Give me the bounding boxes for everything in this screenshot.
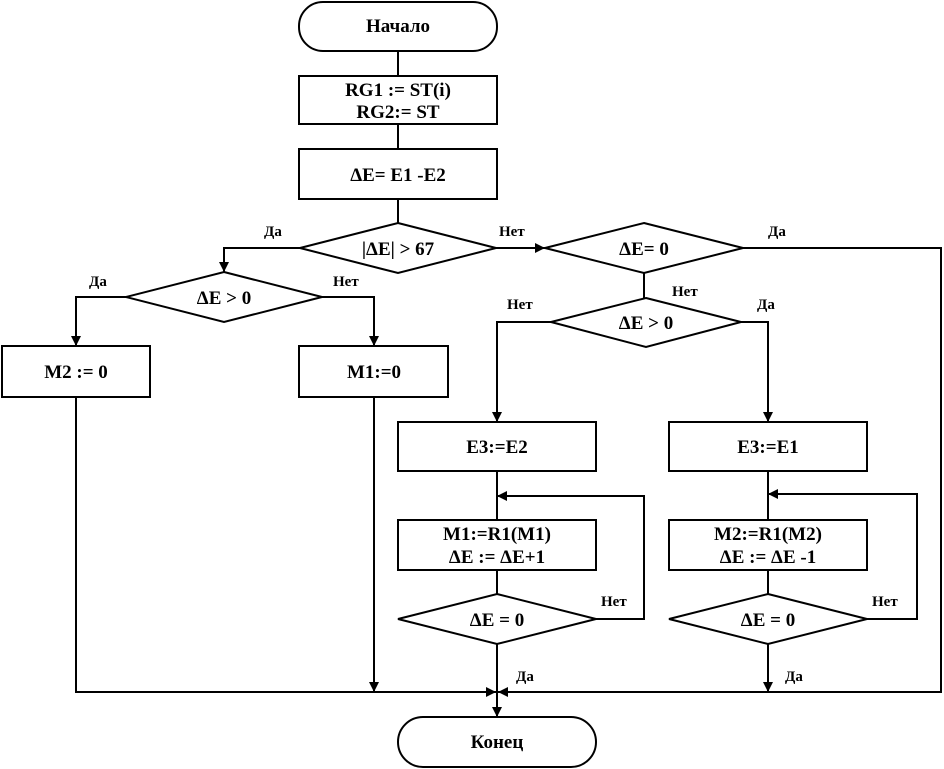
loop-left-line1-text: M1:=R1(M1) xyxy=(443,524,551,545)
label-sign-right-no: Нет xyxy=(507,297,533,313)
label-zero-main-yes: Да xyxy=(768,224,786,240)
cond-zero-main-text: ΔE= 0 xyxy=(619,239,669,260)
label-sign-left-no: Нет xyxy=(333,274,359,290)
label-abs-no: Нет xyxy=(499,224,525,240)
connector-m2-merge xyxy=(75,397,496,697)
cond-sign-left-text: ΔE > 0 xyxy=(197,288,251,309)
cond-sign-right-decision: ΔE > 0 xyxy=(550,296,742,349)
connector-sign-left-yes xyxy=(71,296,126,346)
loop-right-line2-text: ΔE := ΔE -1 xyxy=(720,547,816,568)
cond-zero-left-decision: ΔE = 0 xyxy=(397,592,597,646)
cond-zero-left-text: ΔE = 0 xyxy=(470,610,524,631)
label-zero-left-yes: Да xyxy=(516,669,534,685)
cond-zero-right-text: ΔE = 0 xyxy=(741,610,795,631)
label-zero-main-no: Нет xyxy=(672,284,698,300)
cond-abs-decision: |ΔE| > 67 xyxy=(299,221,497,275)
loop-right-process: M2:=R1(M2) ΔE := ΔE -1 xyxy=(668,519,868,571)
m1-zero-text: M1:=0 xyxy=(347,362,401,383)
cond-zero-right-decision: ΔE = 0 xyxy=(668,592,868,646)
connector-sign-right-yes xyxy=(741,321,773,422)
label-sign-right-yes: Да xyxy=(757,297,775,313)
connector-zero-right-no xyxy=(768,489,918,620)
cond-zero-main-decision: ΔE= 0 xyxy=(544,221,744,275)
label-sign-left-yes: Да xyxy=(89,274,107,290)
connectors xyxy=(71,51,942,717)
connector-abs-yes xyxy=(219,247,300,272)
connector-sign-right-no xyxy=(492,321,551,422)
init-line2-text: RG2:= ST xyxy=(356,102,439,123)
m2-zero-text: M2 := 0 xyxy=(44,362,108,383)
start-terminator: Начало xyxy=(298,1,498,52)
cond-sign-right-text: ΔE > 0 xyxy=(619,313,673,334)
e3-e2-text: E3:=E2 xyxy=(466,437,528,458)
m1-zero-process: M1:=0 xyxy=(298,345,449,398)
cond-abs-text: |ΔE| > 67 xyxy=(362,239,435,260)
delta-process: ΔE= E1 -E2 xyxy=(298,148,498,200)
m2-zero-process: M2 := 0 xyxy=(1,345,151,398)
connector-sign-left-no xyxy=(322,296,379,346)
delta-text: ΔE= E1 -E2 xyxy=(350,165,446,186)
start-text: Начало xyxy=(366,16,430,37)
e3-e1-process: E3:=E1 xyxy=(668,421,868,472)
end-text: Конец xyxy=(471,732,524,753)
label-abs-yes: Да xyxy=(264,224,282,240)
init-line1-text: RG1 := ST(i) xyxy=(345,80,451,101)
e3-e2-process: E3:=E2 xyxy=(397,421,597,472)
loop-left-process: M1:=R1(M1) ΔE := ΔE+1 xyxy=(397,519,597,571)
loop-right-line1-text: M2:=R1(M2) xyxy=(714,524,822,545)
end-terminator: Конец xyxy=(397,716,597,768)
cond-sign-left-decision: ΔE > 0 xyxy=(125,270,323,324)
branch-labels: Да Нет Да Нет Да Нет Нет Да Нет Да Нет Д… xyxy=(89,224,898,685)
label-zero-right-yes: Да xyxy=(785,669,803,685)
label-zero-right-no: Нет xyxy=(872,594,898,610)
loop-left-line2-text: ΔE := ΔE+1 xyxy=(449,547,545,568)
connector-zero-main-yes xyxy=(498,247,942,697)
label-zero-left-no: Нет xyxy=(601,594,627,610)
init-process: RG1 := ST(i) RG2:= ST xyxy=(298,75,498,125)
e3-e1-text: E3:=E1 xyxy=(737,437,799,458)
connector-zero-left-no xyxy=(497,491,645,620)
